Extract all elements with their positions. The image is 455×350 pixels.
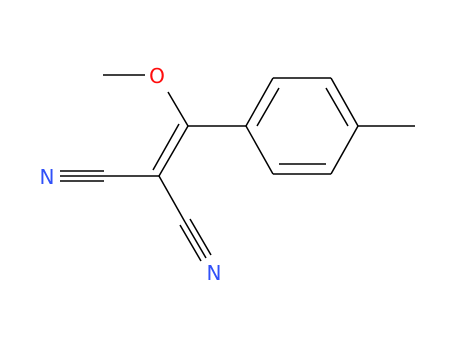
triple-bond-lower-3 bbox=[189, 218, 212, 256]
ring-bond-6 bbox=[245, 125, 274, 175]
bond-vinyl-double-2 bbox=[152, 123, 180, 171]
ring-bond-3 bbox=[330, 77, 359, 127]
atom-label-nitrogen-lower: N bbox=[207, 261, 222, 285]
bond-vinyl-nitrile-lower bbox=[158, 175, 186, 223]
ring-bond-1 bbox=[245, 77, 274, 127]
atom-label-oxygen: O bbox=[149, 64, 165, 88]
ring-inner-bond-1 bbox=[256, 87, 280, 127]
triple-bond-lower-2 bbox=[179, 224, 202, 262]
ring-bond-4 bbox=[330, 125, 359, 175]
ring-inner-bond-2 bbox=[325, 87, 349, 127]
bond-vinyl-double-1 bbox=[158, 125, 189, 177]
atom-label-nitrogen-upper: N bbox=[40, 165, 55, 189]
triple-bond-lower-1 bbox=[184, 221, 207, 259]
bond-oxygen-vinyl bbox=[167, 91, 189, 127]
